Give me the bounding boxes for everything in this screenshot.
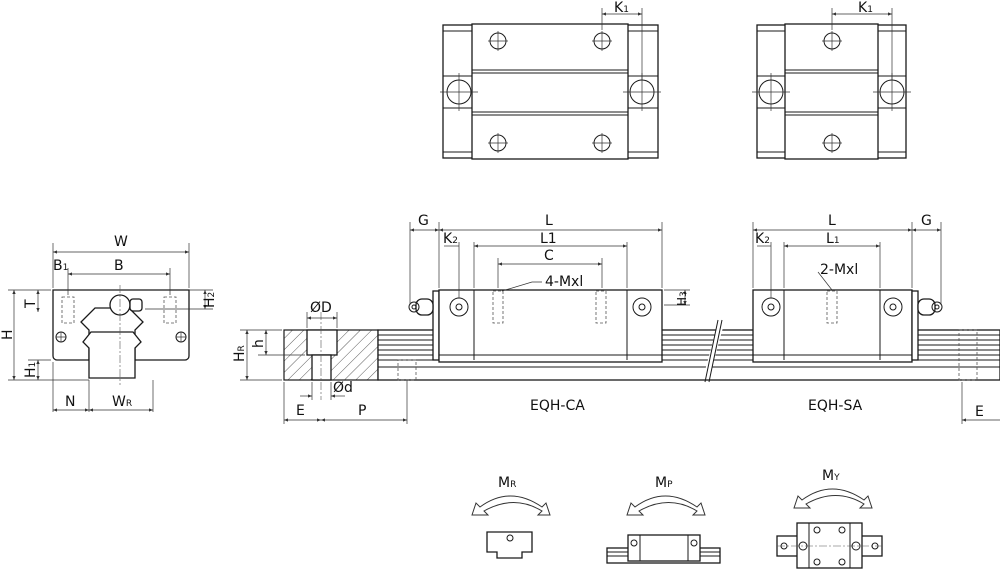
dim-b1-label: B1 — [53, 258, 68, 274]
mounting-hole — [592, 133, 612, 153]
dim-h-label: H — [0, 329, 16, 340]
dim-w-label: W — [114, 234, 128, 250]
moment-mp: MP — [606, 475, 721, 564]
end-view: W B B1 H T H1 H2 N WR — [0, 234, 218, 412]
dim-l-label: L — [545, 213, 553, 229]
rotation-arrow-icon — [626, 495, 706, 516]
dim-h1-label: H1 — [23, 362, 39, 378]
dim-k2-label: K2 — [443, 231, 458, 247]
moment-my-label: MY — [822, 468, 840, 484]
dim-l-label: L — [828, 213, 836, 229]
dim-k2-label: K2 — [755, 231, 770, 247]
grease-nipple-icon — [917, 298, 943, 316]
dim-g-label: G — [921, 213, 932, 229]
dim-g-label: G — [418, 213, 429, 229]
dim-e-label: E — [975, 404, 984, 420]
dim-l1-label: L1 — [540, 231, 557, 247]
dim-od-label: ØD — [310, 300, 332, 316]
mounting-hole — [592, 31, 612, 51]
dim-h2-label: H2 — [202, 292, 218, 308]
mounting-hole — [488, 133, 508, 153]
dim-e-label: E — [296, 403, 305, 419]
moment-mp-label: MP — [655, 475, 673, 491]
thread-2-mxl-label: 2-Mxl — [820, 262, 858, 278]
dim-od-small-label: Ød — [333, 380, 353, 396]
model-eqh-ca-label: EQH-CA — [530, 398, 585, 414]
dim-c-label: C — [544, 248, 554, 264]
dim-k1-label: K1 — [858, 0, 873, 16]
mounting-hole — [488, 31, 508, 51]
dim-h-small-label: h — [251, 339, 267, 348]
dim-n-label: N — [65, 394, 75, 410]
dim-p-label: P — [358, 403, 366, 419]
model-eqh-sa-label: EQH-SA — [808, 398, 863, 414]
dim-b-label: B — [114, 258, 124, 274]
rotation-arrow-icon — [471, 495, 551, 516]
side-view-ca-block: G L K2 L1 C 4-Mxl H3 EQH-CA — [408, 213, 690, 414]
moment-mr: MR — [471, 475, 551, 559]
rail-section: ØD Ød HR h E P — [232, 300, 408, 424]
side-view-sa-block: L G K2 L1 2-Mxl EQH-SA E — [752, 213, 1000, 424]
moment-mr-label: MR — [498, 475, 516, 491]
dim-h3-label: H3 — [675, 291, 689, 306]
dim-wr-label: WR — [112, 394, 132, 410]
dim-l1-label: L1 — [826, 231, 840, 247]
top-view-ca-block: K1 — [440, 0, 661, 160]
dim-k1-label: K1 — [614, 0, 629, 16]
moment-my: MY — [776, 468, 883, 569]
rotation-arrow-icon — [793, 488, 873, 509]
dim-hr-label: HR — [232, 345, 248, 362]
grease-nipple-icon — [408, 298, 434, 316]
thread-4-mxl-label: 4-Mxl — [545, 274, 583, 290]
dim-t-label: T — [23, 299, 39, 309]
top-view-sa-block: K1 — [752, 0, 911, 160]
mounting-hole — [822, 133, 842, 153]
mounting-hole — [822, 31, 842, 51]
